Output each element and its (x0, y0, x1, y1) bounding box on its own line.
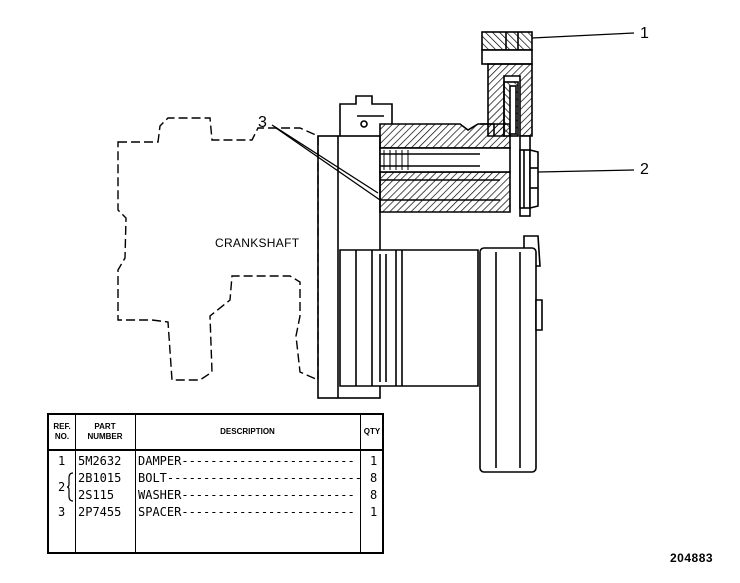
spacer-part (379, 123, 511, 213)
header-ref-no: REF. NO. (53, 422, 71, 441)
bolt-part (519, 148, 541, 267)
ref-cell: 1 (58, 454, 66, 468)
ref-cell: 3 (58, 505, 66, 519)
callout-leaders (271, 32, 635, 201)
part-number-cell: 2P7455 (78, 505, 122, 519)
description-cell: DAMPER------------------------ (138, 454, 355, 468)
table-row: 1 5M2632 DAMPER------------------------ … (49, 453, 382, 470)
part-number-cell: 5M2632 (78, 454, 122, 468)
ref-2-bracket (67, 472, 74, 502)
header-part-number: PART NUMBER (87, 422, 123, 441)
table-row: 2 2B1015 BOLT---------------------------… (49, 470, 382, 494)
crankshaft-outline (117, 117, 319, 382)
ref-cell: 2 (58, 480, 66, 494)
table-row: 3 2P7455 SPACER------------------------ … (49, 504, 382, 521)
callout-1: 1 (640, 25, 649, 42)
callout-2: 2 (640, 161, 649, 178)
callout-3: 3 (258, 114, 267, 131)
part-number-cell: 2S115 (78, 488, 115, 502)
figure-number: 204883 (670, 551, 714, 565)
part-number-cell: 2B1015 (78, 471, 122, 485)
qty-cell: 8 (370, 488, 378, 502)
parts-table: REF. NO. PART NUMBER DESCRIPTION QTY 1 5… (47, 413, 384, 554)
qty-cell: 1 (370, 454, 378, 468)
description-cell: SPACER------------------------ (138, 505, 355, 519)
description-cell: WASHER------------------------ (138, 488, 355, 502)
pulley-part (339, 247, 543, 473)
qty-cell: 1 (370, 505, 378, 519)
header-qty: QTY (363, 427, 381, 436)
table-row: 2S115 WASHER------------------------ 8 (49, 487, 382, 504)
description-cell: BOLT--------------------------- (138, 471, 362, 485)
qty-cell: 8 (370, 471, 378, 485)
header-description: DESCRIPTION (220, 427, 275, 436)
crankshaft-label: CRANKSHAFT (215, 236, 300, 250)
